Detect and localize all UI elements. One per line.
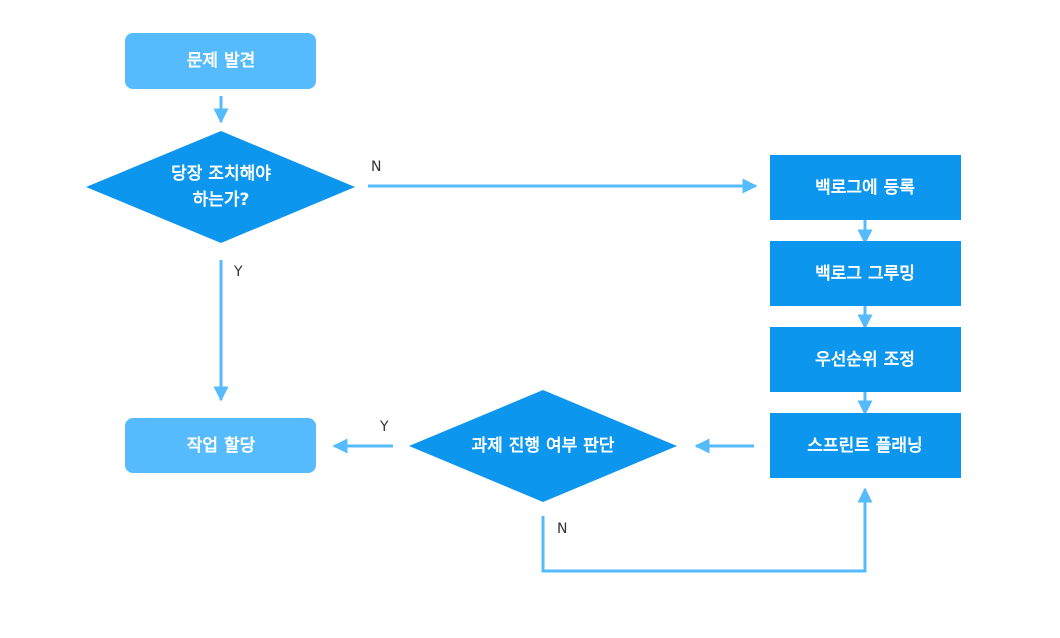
- edge-label-urgent-no: N: [371, 159, 381, 175]
- node-label: 백로그 그루밍: [815, 264, 915, 284]
- connectors: [213, 96, 873, 573]
- node-label: 스프린트 플래닝: [807, 436, 922, 456]
- edge-label-proceed-no: N: [557, 521, 567, 537]
- node-prioritize: 우선순위 조정: [770, 327, 961, 392]
- node-urgent-decision: 당장 조치해야 하는가?: [86, 131, 355, 243]
- node-sprint-planning: 스프린트 플래닝: [770, 413, 961, 478]
- node-label: 과제 진행 여부 판단: [472, 436, 615, 456]
- node-label-line-1: 당장 조치해야: [171, 164, 271, 184]
- node-discover-problem: 문제 발견: [125, 33, 316, 89]
- edge-label-proceed-yes: Y: [379, 419, 389, 435]
- node-proceed-decision: 과제 진행 여부 판단: [409, 390, 677, 502]
- edge-proceed-no-to-sprint: [541, 487, 873, 573]
- node-register-backlog: 백로그에 등록: [770, 155, 961, 220]
- node-label: 문제 발견: [187, 51, 255, 71]
- edge-label-urgent-yes: Y: [233, 264, 243, 280]
- node-group-backlog: 백로그 그루밍: [770, 241, 961, 306]
- node-label: 우선순위 조정: [815, 350, 915, 370]
- node-assign-task: 작업 할당: [125, 418, 316, 473]
- node-label: 작업 할당: [187, 436, 256, 456]
- node-label-line-2: 하는가?: [193, 190, 250, 210]
- node-label: 백로그에 등록: [815, 178, 915, 198]
